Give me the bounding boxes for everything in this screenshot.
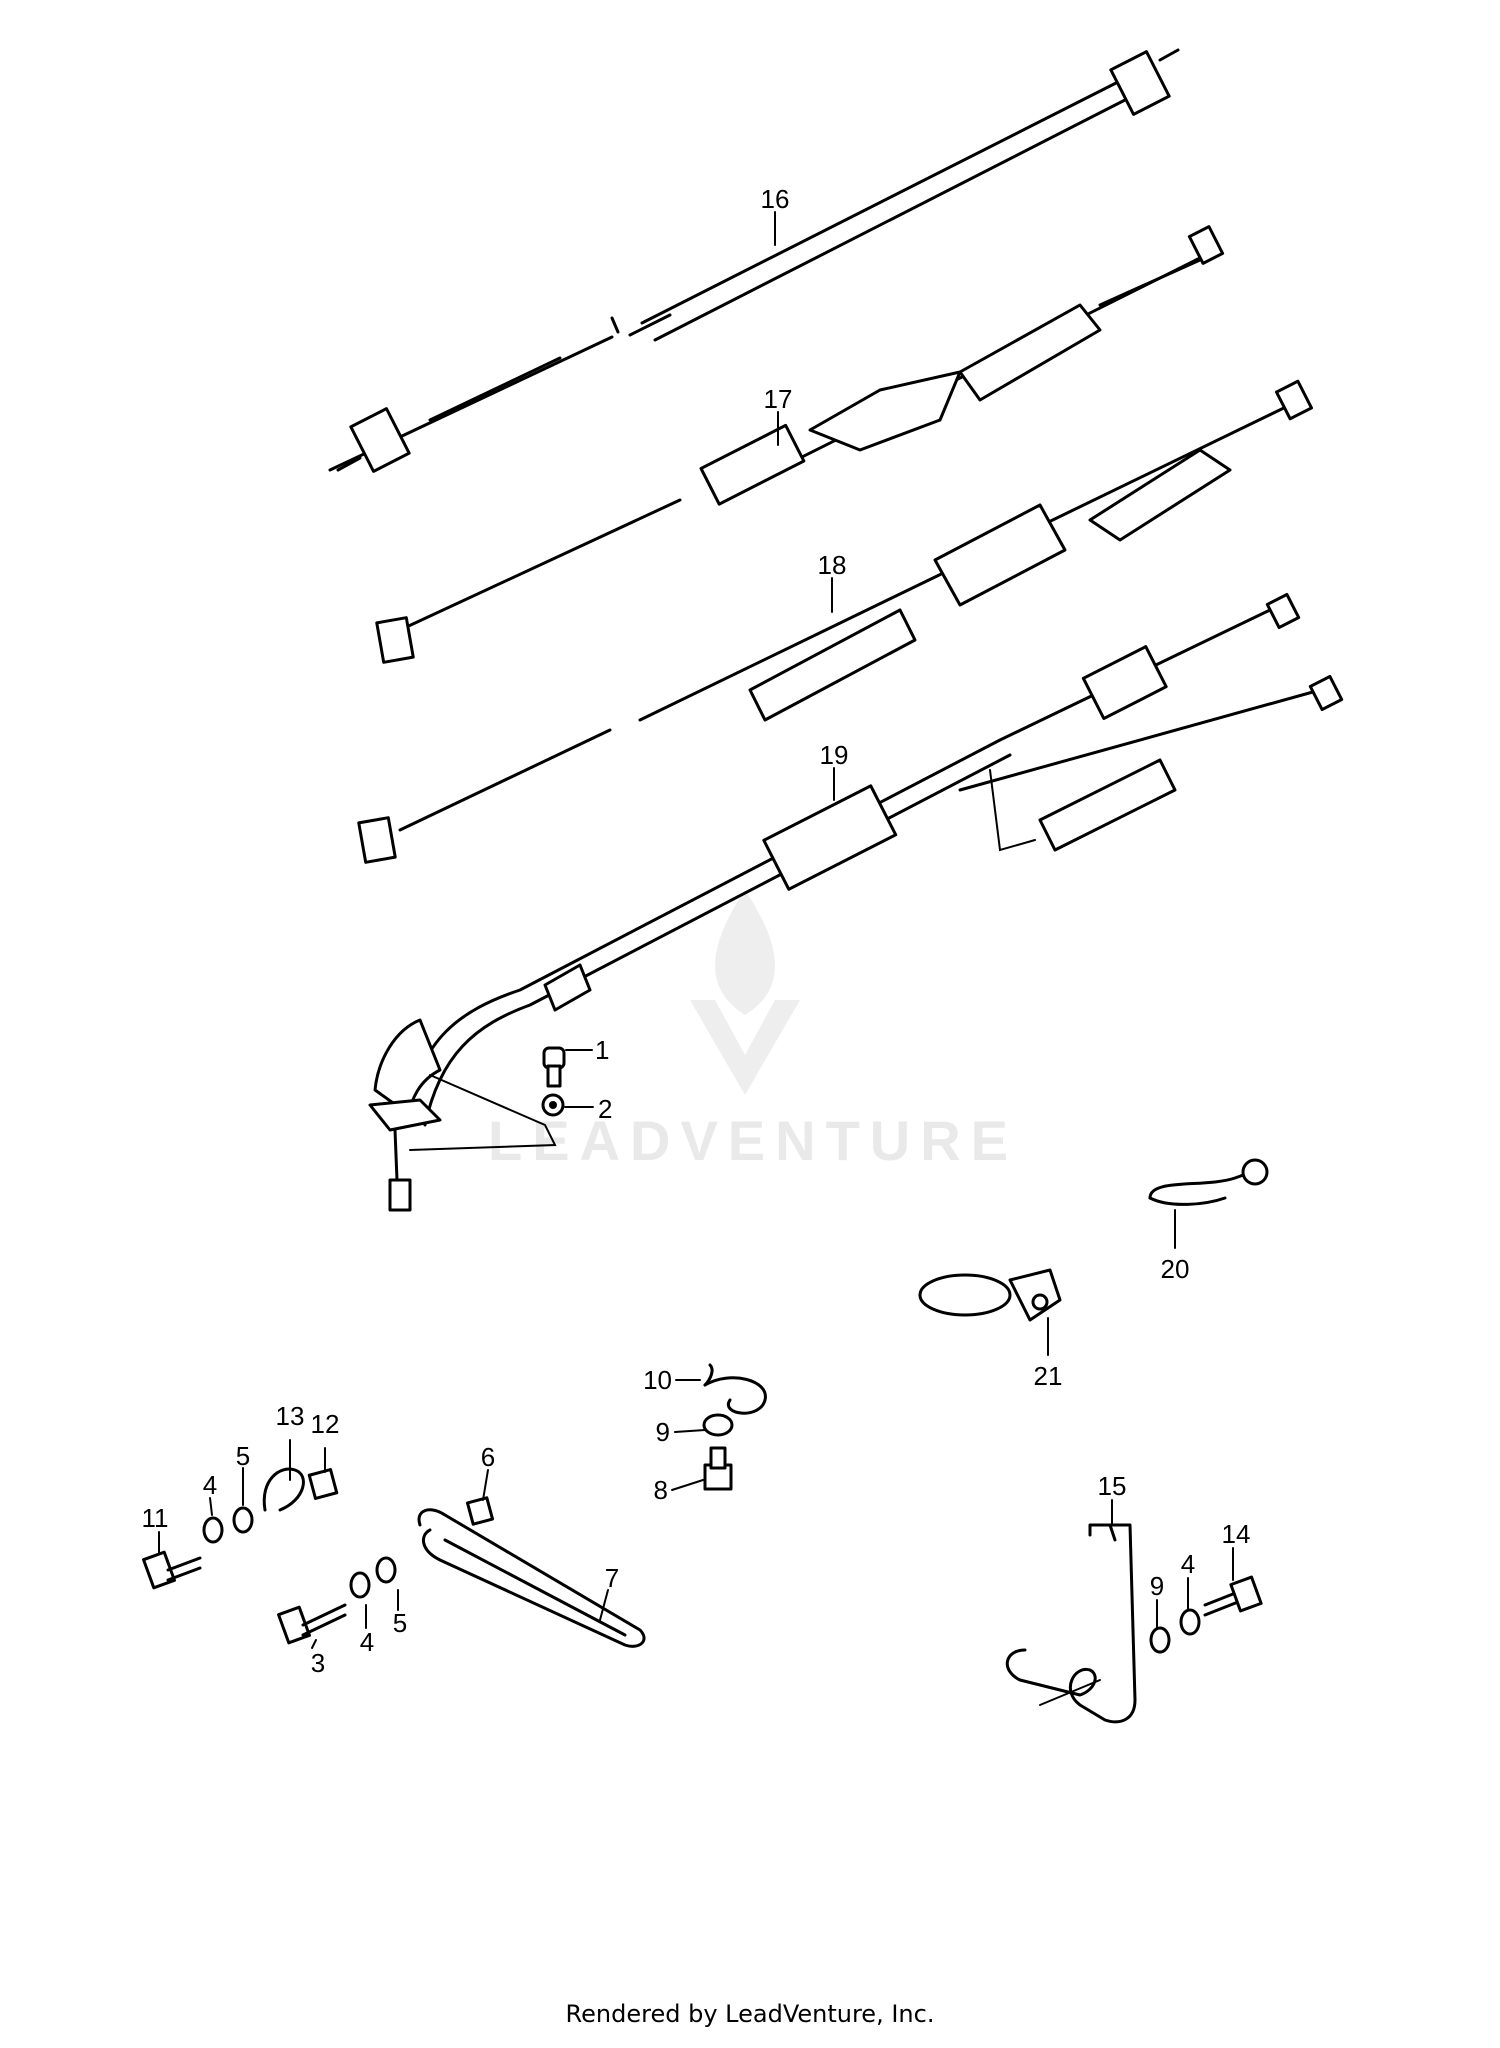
part-2-washer (541, 1093, 565, 1117)
leadventure-watermark: LEADVENTURE (488, 890, 1018, 1172)
part-10-clip (703, 1363, 767, 1415)
part-8-bolt (703, 1446, 733, 1491)
part-1-screw (542, 1046, 566, 1088)
callout-11: 11 (142, 1503, 169, 1533)
callout-5-mid: 5 (393, 1608, 407, 1638)
part-12-nut (307, 1468, 339, 1500)
callout-14: 14 (1222, 1519, 1251, 1549)
part-15-bracket (1006, 1523, 1137, 1724)
v-logo-icon (690, 1000, 800, 1095)
part-9-washer-right (1149, 1626, 1171, 1654)
part-3-bolt (277, 1603, 347, 1645)
callout-4-right: 4 (1181, 1549, 1195, 1579)
callout-3: 3 (311, 1648, 325, 1678)
flame-logo-icon (715, 890, 775, 1015)
part-4-washer-mid (349, 1571, 371, 1599)
part-21-clamp (918, 1268, 1062, 1322)
part-18-throttle-cable (357, 379, 1314, 864)
part-9-washer-top (702, 1413, 734, 1437)
part-4-washer-right (1179, 1608, 1201, 1636)
callout-5-left: 5 (236, 1441, 250, 1471)
part-4-washer-left (202, 1516, 224, 1544)
part-11-bolt (142, 1550, 202, 1590)
callout-20: 20 (1161, 1254, 1190, 1284)
callout-8: 8 (654, 1475, 668, 1505)
part-20-clip (1148, 1158, 1269, 1206)
callout-19: 19 (820, 740, 849, 770)
callout-9-top: 9 (656, 1417, 670, 1447)
part-13-clip (262, 1467, 305, 1512)
callout-9-right: 9 (1150, 1571, 1164, 1601)
part-19-choke-cable (368, 592, 1344, 1212)
part-17-clutch-cable (375, 225, 1225, 664)
part-16-speedometer-cable (328, 48, 1180, 473)
part-5-washer-mid (375, 1556, 397, 1584)
part-6-nut (465, 1496, 495, 1526)
callout-13: 13 (276, 1401, 305, 1431)
callout-labels: 16 17 18 19 1 2 20 21 10 9 8 13 12 5 4 1… (142, 184, 1251, 1678)
render-credit: Rendered by LeadVenture, Inc. (565, 2000, 935, 2028)
callout-7: 7 (605, 1563, 619, 1593)
watermark-brand: LEADVENTURE (488, 1109, 1018, 1172)
callout-16: 16 (761, 184, 790, 214)
callout-leaders (158, 211, 1234, 1649)
callout-15: 15 (1098, 1471, 1127, 1501)
callout-6: 6 (481, 1442, 495, 1472)
part-5-washer-left (232, 1506, 254, 1534)
callout-17: 17 (764, 384, 793, 414)
callout-4-mid: 4 (360, 1627, 374, 1657)
callout-1: 1 (595, 1035, 609, 1065)
callout-4-left: 4 (203, 1470, 217, 1500)
part-7-clip-loop (417, 1508, 646, 1648)
callout-18: 18 (818, 550, 847, 580)
callout-12: 12 (311, 1409, 340, 1439)
callout-2: 2 (598, 1094, 612, 1124)
part-14-bolt (1203, 1575, 1263, 1617)
callout-10: 10 (643, 1365, 672, 1395)
callout-21: 21 (1034, 1361, 1063, 1391)
